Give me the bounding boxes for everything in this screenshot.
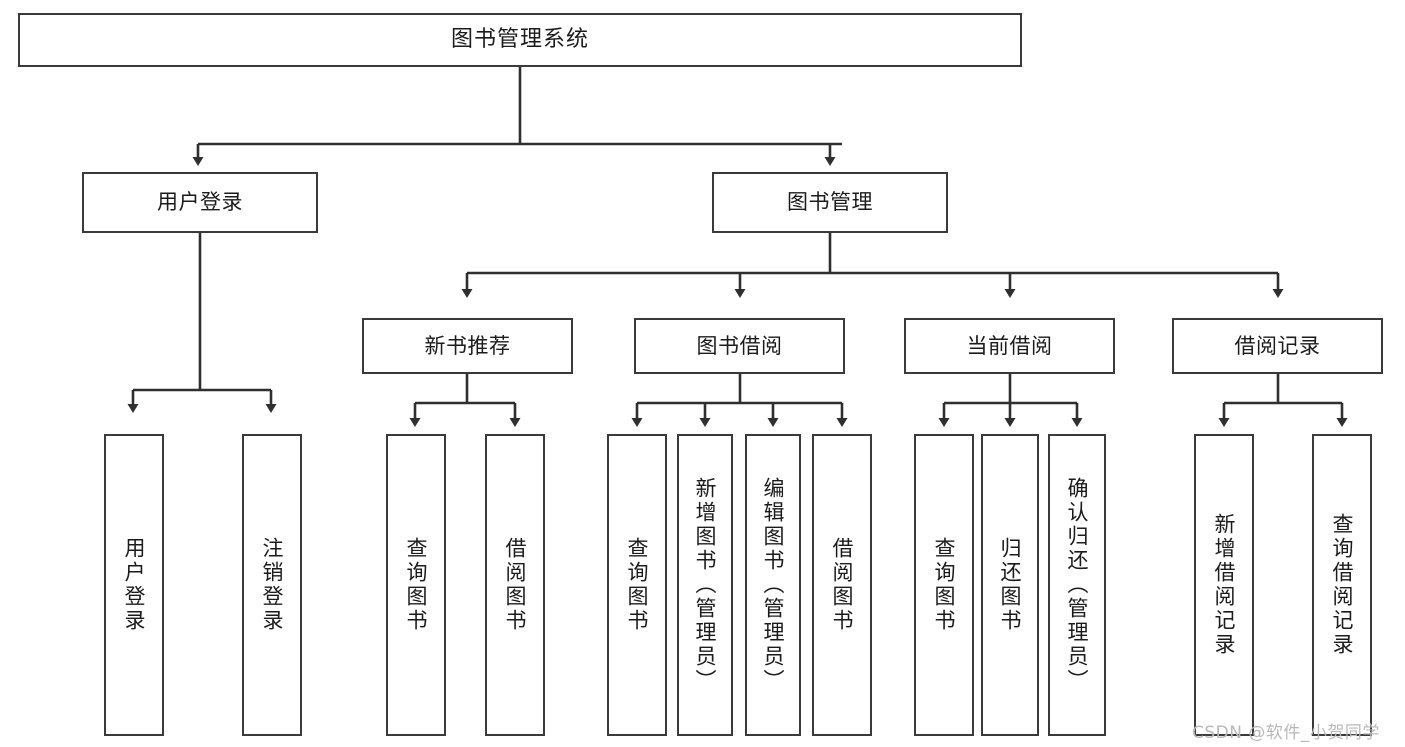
node-leaf-return-book-label: 归还图书	[998, 537, 1023, 633]
node-borrow-record[interactable]: 借阅记录	[1172, 318, 1383, 374]
node-leaf-borrow-book-2[interactable]: 借阅图书	[812, 434, 872, 736]
node-new-book-recommend[interactable]: 新书推荐	[362, 318, 573, 374]
node-user-login-label: 用户登录	[157, 190, 243, 215]
node-root-label: 图书管理系统	[450, 27, 589, 53]
node-current-borrow[interactable]: 当前借阅	[904, 318, 1115, 374]
node-leaf-borrow-book-2-label: 借阅图书	[830, 537, 855, 633]
node-leaf-confirm-return[interactable]: 确认归还（管理员）	[1048, 434, 1106, 736]
csdn-watermark: CSDN @软件_小贺同学	[1192, 723, 1380, 743]
node-leaf-logout-login-label: 注销登录	[260, 537, 285, 633]
node-new-book-recommend-label: 新书推荐	[424, 333, 511, 358]
node-leaf-user-login-label: 用户登录	[122, 537, 147, 633]
node-book-borrow-label: 图书借阅	[696, 333, 783, 358]
node-root[interactable]: 图书管理系统	[18, 13, 1022, 67]
node-leaf-edit-book[interactable]: 编辑图书（管理员）	[745, 434, 801, 736]
node-book-manage-label: 图书管理	[787, 190, 873, 215]
node-leaf-add-book[interactable]: 新增图书（管理员）	[677, 434, 733, 736]
node-leaf-query-record[interactable]: 查询借阅记录	[1312, 434, 1372, 736]
node-leaf-edit-book-label: 编辑图书（管理员）	[761, 477, 786, 693]
node-leaf-borrow-book-1[interactable]: 借阅图书	[485, 434, 545, 736]
node-leaf-add-record[interactable]: 新增借阅记录	[1194, 434, 1254, 736]
node-leaf-confirm-return-label: 确认归还（管理员）	[1065, 477, 1090, 693]
node-leaf-return-book[interactable]: 归还图书	[981, 434, 1039, 736]
node-borrow-record-label: 借阅记录	[1234, 333, 1321, 358]
node-leaf-add-book-label: 新增图书（管理员）	[693, 477, 718, 693]
node-leaf-query-book-2[interactable]: 查询图书	[607, 434, 667, 736]
node-leaf-query-book-1-label: 查询图书	[404, 537, 429, 633]
node-leaf-query-book-2-label: 查询图书	[625, 537, 650, 633]
node-leaf-borrow-book-1-label: 借阅图书	[503, 537, 528, 633]
node-leaf-add-record-label: 新增借阅记录	[1212, 513, 1237, 657]
node-leaf-query-record-label: 查询借阅记录	[1330, 513, 1355, 657]
node-user-login[interactable]: 用户登录	[82, 172, 318, 233]
node-current-borrow-label: 当前借阅	[966, 333, 1053, 358]
node-leaf-query-book-1[interactable]: 查询图书	[386, 434, 446, 736]
node-leaf-query-book-3[interactable]: 查询图书	[914, 434, 974, 736]
node-book-manage[interactable]: 图书管理	[712, 172, 948, 233]
node-leaf-user-login[interactable]: 用户登录	[104, 434, 164, 736]
node-leaf-logout-login[interactable]: 注销登录	[242, 434, 302, 736]
node-book-borrow[interactable]: 图书借阅	[634, 318, 845, 374]
node-leaf-query-book-3-label: 查询图书	[932, 537, 957, 633]
